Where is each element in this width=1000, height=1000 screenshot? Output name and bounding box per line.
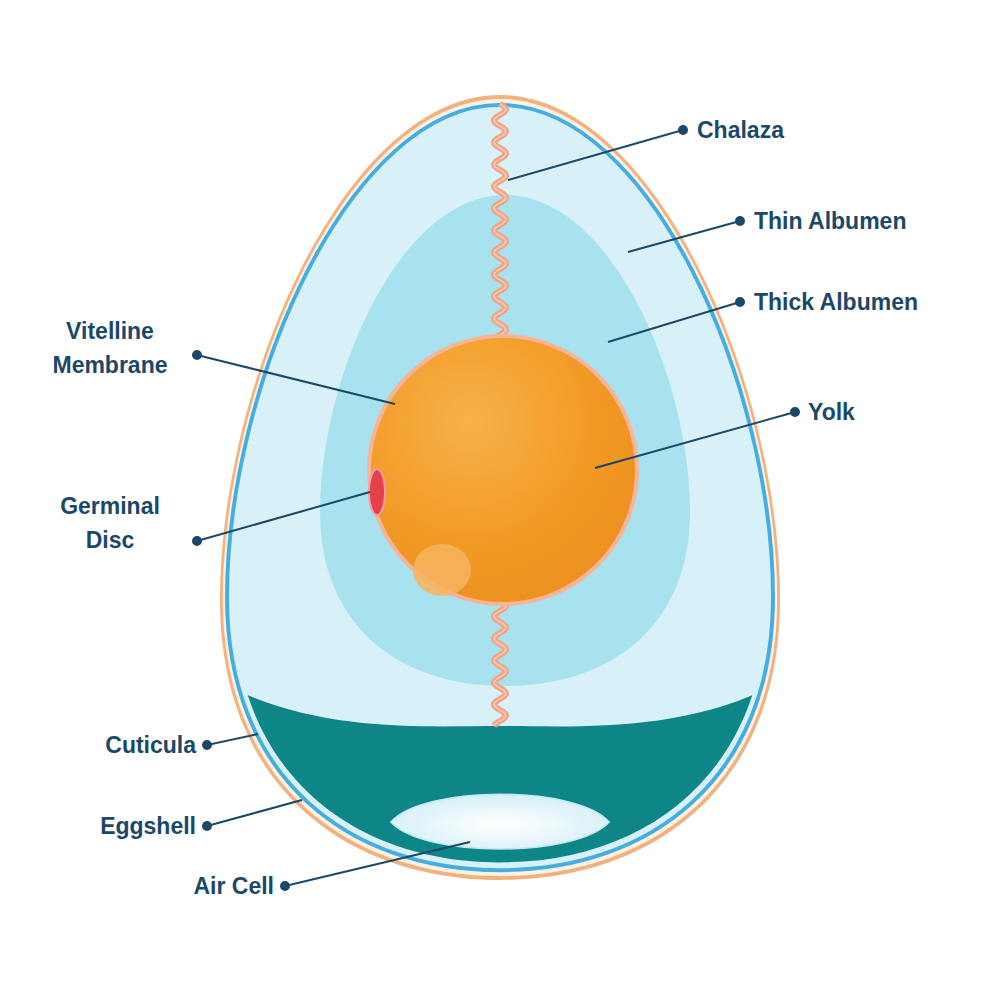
part-label: Vitelline Membrane — [35, 314, 185, 382]
air-cell — [391, 794, 610, 849]
part-label: Germinal Disc — [35, 489, 185, 557]
germinal-disc — [369, 469, 385, 515]
leader-lines — [193, 126, 799, 890]
chalaza-strand-core — [494, 104, 506, 340]
chalaza-strand-core — [494, 600, 506, 726]
chalaza-strand — [494, 600, 506, 726]
part-label: Thin Albumen — [754, 204, 906, 238]
part-label: Yolk — [808, 395, 855, 429]
part-label: Eggshell — [100, 809, 196, 843]
part-label: Chalaza — [697, 113, 784, 147]
yolk — [369, 336, 637, 604]
chalaza-strand — [494, 104, 506, 340]
yolk-highlight — [413, 544, 471, 596]
part-label: Air Cell — [193, 869, 274, 903]
part-label: Cuticula — [105, 728, 196, 762]
part-label: Thick Albumen — [754, 285, 918, 319]
